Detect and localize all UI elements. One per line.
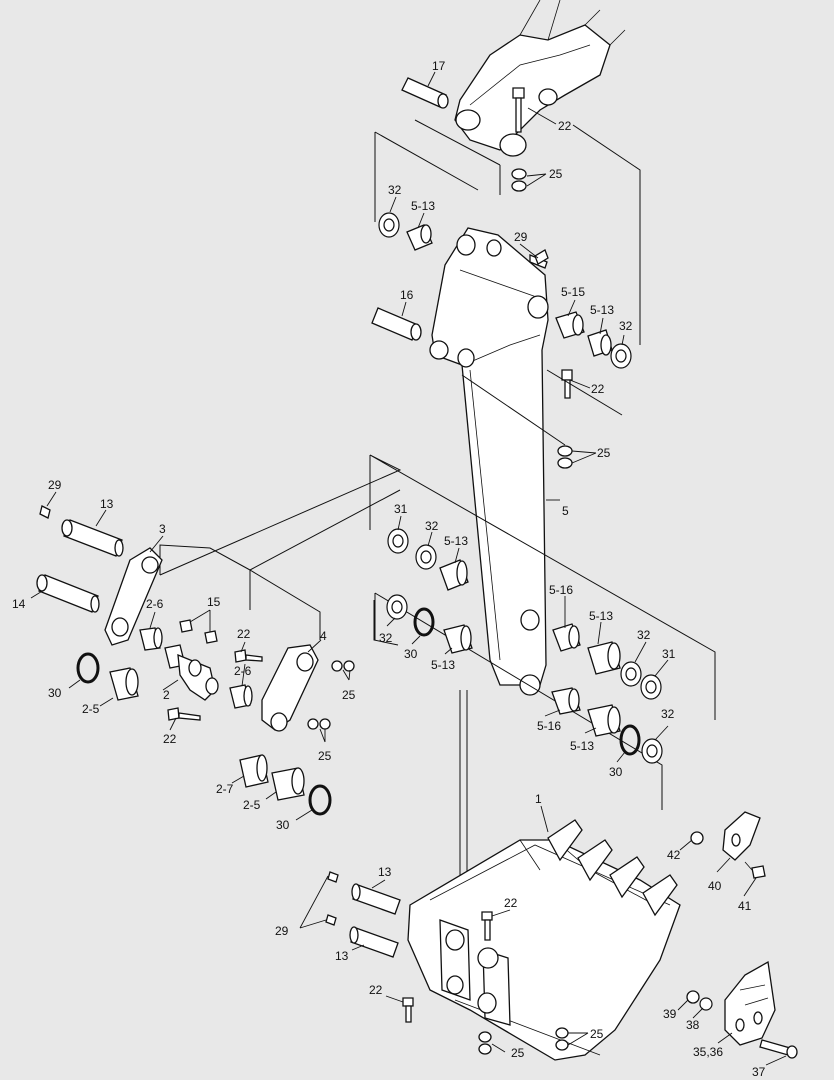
grease-fitting-29-left [39,505,51,519]
nuts-25-top [511,168,527,192]
callout-29: 29 [275,924,289,938]
callout-41: 41 [738,899,752,913]
callout-5-13: 5-13 [411,199,435,213]
pin-17 [401,77,449,109]
callout-5-13: 5-13 [589,609,613,623]
callout-25: 25 [590,1027,604,1041]
pin-14 [36,574,100,613]
callout-5-13: 5-13 [570,739,594,753]
callout-38: 38 [686,1018,700,1032]
mid-arm-bushings [386,528,663,764]
bolt-37 [759,1039,798,1059]
callout-35-36: 35,36 [693,1045,723,1059]
callout-25: 25 [597,446,611,460]
callout-5-13: 5-13 [444,534,468,548]
callout-5-16: 5-16 [537,719,561,733]
callout-5-15: 5-15 [561,285,585,299]
grease-fitting-29-top [534,249,549,265]
callout-32: 32 [619,319,633,333]
arm-5 [429,227,549,696]
callout-5: 5 [562,504,569,518]
lower-left-parts [76,619,253,709]
callout-16: 16 [400,288,414,302]
callout-2-7: 2-7 [216,782,234,796]
washer-38-nut-39 [686,990,713,1011]
callout-25: 25 [342,688,356,702]
callout-32: 32 [637,628,651,642]
callout-32: 32 [425,519,439,533]
nuts-25-link [307,660,355,730]
callout-2-5: 2-5 [243,798,261,812]
bolt-22-arm [561,369,573,399]
bucket-pins-13 [349,883,401,958]
callout-13: 13 [100,497,114,511]
assembly-lines [159,119,716,945]
side-cutter-35-36 [724,960,776,1046]
callout-14: 14 [12,597,26,611]
callout-2-6: 2-6 [234,664,252,678]
callout-4: 4 [320,629,327,643]
callout-3: 3 [159,522,166,536]
callout-22: 22 [369,983,383,997]
callout-42: 42 [667,848,681,862]
callout-13: 13 [378,865,392,879]
callout-22: 22 [237,627,251,641]
callout-17: 17 [432,59,446,73]
callout-22: 22 [591,382,605,396]
leader-lines [30,71,787,1066]
callout-37: 37 [752,1065,766,1079]
bolts-22-bucket [402,911,493,1023]
grease-fittings-29-bucket [325,871,339,926]
callout-31: 31 [394,502,408,516]
bucket-1 [407,819,681,1061]
callout-5-13: 5-13 [590,303,614,317]
callout-25: 25 [549,167,563,181]
callout-39: 39 [663,1007,677,1021]
callout-22: 22 [504,896,518,910]
lower-bushings-27-25 [239,754,332,816]
callout-32: 32 [661,707,675,721]
link-4 [261,644,319,732]
callout-25: 25 [318,749,332,763]
callout-30: 30 [609,765,623,779]
callout-32: 32 [379,631,393,645]
boom-end [454,0,626,157]
callout-31: 31 [662,647,676,661]
callout-2: 2 [163,688,170,702]
callout-30: 30 [48,686,62,700]
callout-15: 15 [207,595,221,609]
callout-22: 22 [558,119,572,133]
callout-5-16: 5-16 [549,583,573,597]
callout-30: 30 [404,647,418,661]
tooth-40 [722,811,761,861]
nuts-25-arm [557,445,573,469]
callout-40: 40 [708,879,722,893]
callout-25: 25 [511,1046,525,1060]
callout-32: 32 [388,183,402,197]
callout-29: 29 [48,478,62,492]
nuts-25-bucket [478,1027,569,1055]
callout-5-13: 5-13 [431,658,455,672]
pin-16 [371,307,422,341]
pin-13-left [61,519,124,557]
callout-2-5: 2-5 [82,702,100,716]
bolt-22-top [512,87,525,133]
callout-13: 13 [335,949,349,963]
pin-42-41 [690,831,766,879]
callout-30: 30 [276,818,290,832]
callout-1: 1 [535,792,542,806]
callout-2-6: 2-6 [146,597,164,611]
callout-22: 22 [163,732,177,746]
callout-29: 29 [514,230,528,244]
callout-labels: 17 22 25 32 5-13 29 16 5-15 5-13 32 22 2… [12,59,766,1079]
